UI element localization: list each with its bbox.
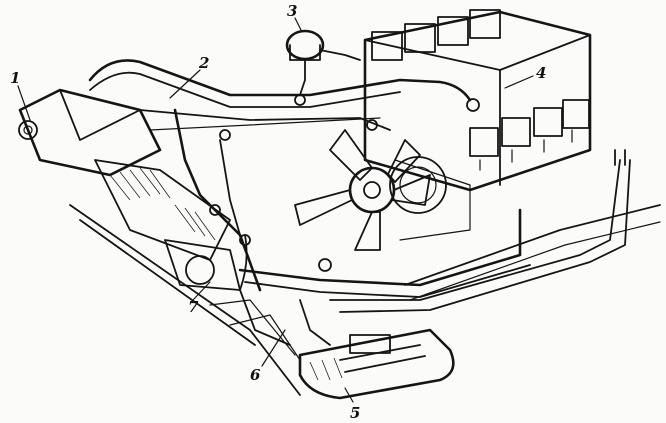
leader-lines [17,17,534,403]
pipe-network [88,59,631,346]
callout-6: 6 [250,366,261,384]
frame-rails [69,117,661,396]
gearbox-housing [18,88,241,291]
callout-1: 1 [10,69,20,87]
pressure-gauge [285,29,361,96]
callout-4: 4 [536,64,546,82]
callout-5: 5 [350,404,360,422]
callout-2: 2 [198,54,209,72]
callout-7: 7 [188,298,199,316]
callout-labels: 1 2 3 4 5 6 7 [10,2,546,422]
cooling-fan [294,129,447,251]
callout-3: 3 [287,2,297,20]
engine-block [363,9,592,241]
air-receiver-tank [298,328,455,400]
